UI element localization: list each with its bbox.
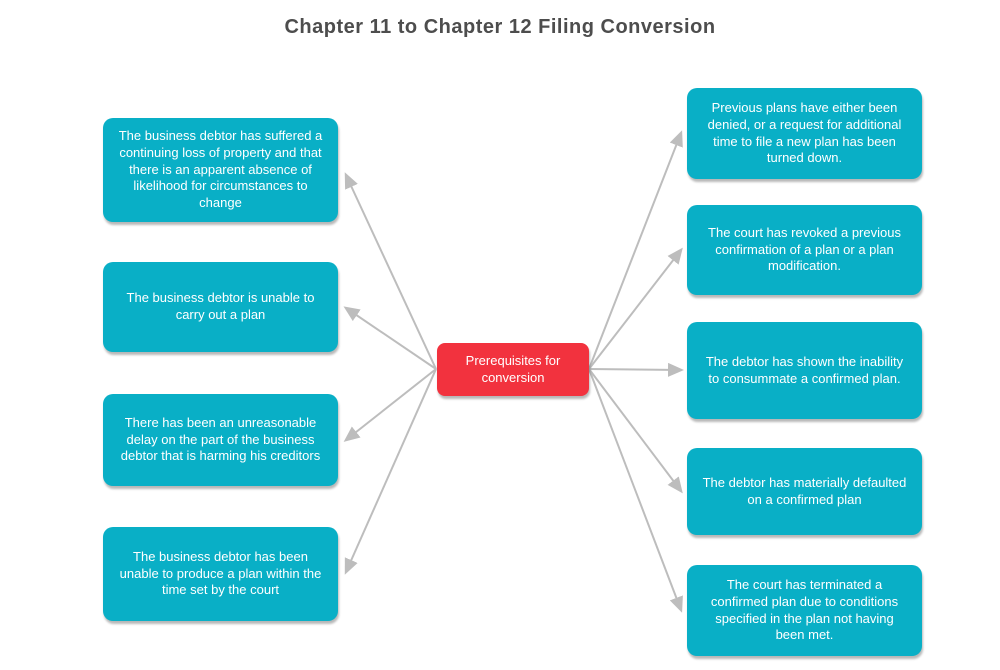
node-left-2-text: The business debtor is unable to carry o… [126,290,315,322]
connector-right-2 [588,247,683,370]
node-right-2: The court has revoked a previous confirm… [687,205,922,295]
connector-right-3 [588,362,684,377]
node-left-3-text: There has been an unreasonable delay on … [120,414,321,464]
node-right-4: The debtor has materially defaulted on a… [687,448,922,535]
node-right-3: The debtor has shown the inability to co… [687,322,922,419]
node-right-3-text: The debtor has shown the inability to co… [705,353,904,386]
connector-left-3 [343,368,437,442]
node-left-2: The business debtor is unable to carry o… [103,262,338,352]
connector-left-1 [344,172,437,370]
node-left-4-text: The business debtor has been unable to p… [119,548,322,598]
node-right-2-text: The court has revoked a previous confirm… [708,224,901,274]
node-left-1-text: The business debtor has suffered a conti… [118,127,323,211]
connector-left-4 [344,368,437,575]
connector-right-4 [588,368,683,494]
node-right-5: The court has terminated a confirmed pla… [687,565,922,656]
node-right-5-text: The court has terminated a confirmed pla… [710,576,899,643]
node-right-1: Previous plans have either been denied, … [687,88,922,179]
node-left-1: The business debtor has suffered a conti… [103,118,338,222]
node-center-text: Prerequisites for conversion [465,352,561,385]
node-left-3: There has been an unreasonable delay on … [103,394,338,486]
node-center: Prerequisites for conversion [437,343,589,396]
node-right-4-text: The debtor has materially defaulted on a… [702,474,907,507]
node-right-1-text: Previous plans have either been denied, … [707,99,902,166]
diagram-title: Chapter 11 to Chapter 12 Filing Conversi… [284,16,716,38]
connector-left-2 [343,306,437,370]
connector-right-5 [588,368,683,613]
node-left-4: The business debtor has been unable to p… [103,527,338,621]
connector-right-1 [588,130,683,370]
